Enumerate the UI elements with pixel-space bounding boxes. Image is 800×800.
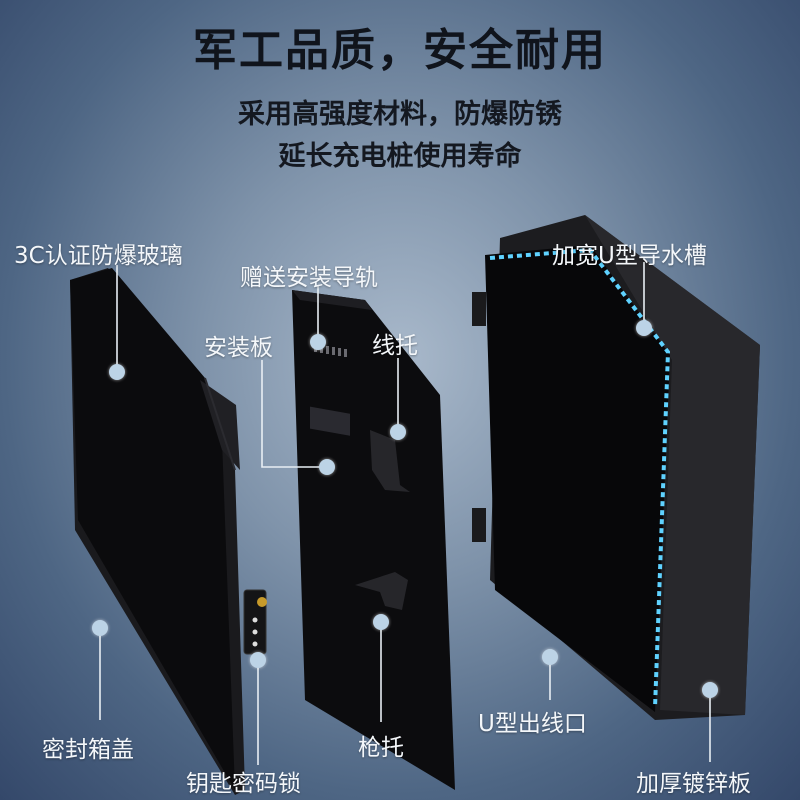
charging-box-body [472, 215, 760, 720]
label-mount-plate: 安装板 [204, 335, 273, 361]
label-lock: 钥匙密码锁 [186, 771, 301, 797]
subtitle-line-1: 采用高强度材料，防爆防锈 [238, 99, 562, 130]
label-drain-channel: 加宽U型导水槽 [552, 243, 707, 269]
gun-holder-marker [373, 614, 389, 630]
label-cable-holder: 线托 [372, 333, 418, 359]
lid-panel [70, 268, 245, 795]
lock-marker [250, 652, 266, 668]
drain-channel-marker [636, 320, 652, 336]
rail-marker [310, 334, 326, 350]
outlet-marker [542, 649, 558, 665]
label-rail: 赠送安装导轨 [240, 265, 378, 291]
mounting-plate [292, 290, 455, 790]
label-outlet: U型出线口 [478, 711, 587, 737]
subtitle-line-2: 延长充电桩使用寿命 [278, 141, 522, 172]
label-body: 加厚镀锌板 [636, 771, 751, 797]
page-title: 军工品质，安全耐用 [193, 25, 607, 76]
label-lid: 密封箱盖 [42, 737, 134, 763]
label-glass: 3C认证防爆玻璃 [14, 243, 183, 269]
glass-marker [109, 364, 125, 380]
body-marker [702, 682, 718, 698]
mount-plate-marker [319, 459, 335, 475]
combination-lock [243, 589, 267, 655]
label-gun-holder: 枪托 [358, 735, 404, 761]
cable-holder-marker [390, 424, 406, 440]
lid-marker [92, 620, 108, 636]
